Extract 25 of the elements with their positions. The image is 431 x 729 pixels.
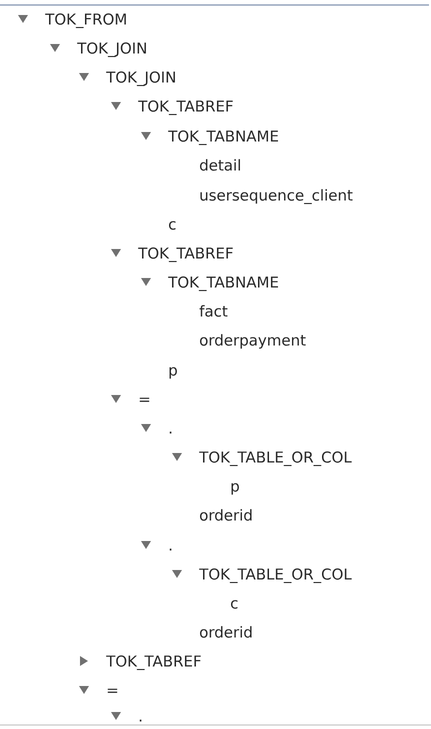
tree-item-label: p bbox=[170, 367, 177, 379]
tree-item-label: c bbox=[231, 600, 238, 609]
tree-item-label: orderid bbox=[200, 509, 252, 521]
tree-item-label: = bbox=[108, 688, 118, 693]
tree-item-label: . bbox=[140, 720, 142, 722]
tree-item-label: = bbox=[140, 398, 150, 402]
tree-item-label: TOK_JOIN bbox=[77, 42, 146, 58]
tree-item-label: TOK_TABREF bbox=[138, 100, 233, 116]
tree-item-label: orderpayment bbox=[200, 334, 306, 349]
tree-item-label: TOK_TABNAME bbox=[168, 130, 278, 146]
tree-item-label: TOK_JOIN bbox=[106, 71, 175, 86]
tree-item-label: TOK_TABREF bbox=[138, 247, 233, 262]
tree-item-label: orderid bbox=[200, 626, 252, 638]
tree-item-label: TOK_FROM bbox=[45, 13, 126, 28]
tree-item-label: . bbox=[170, 548, 172, 550]
tree-item-label: TOK_TABNAME bbox=[168, 276, 278, 292]
tree-item-label: p bbox=[232, 483, 239, 495]
tree-item-label: detail bbox=[200, 159, 240, 171]
tree-item-label: fact bbox=[200, 305, 228, 317]
tree-item-label: TOK_TABLE_OR_COL bbox=[199, 568, 352, 584]
tree-item-label: . bbox=[170, 432, 172, 434]
tree-item-label: TOK_TABLE_OR_COL bbox=[199, 451, 352, 466]
tree-item-label: TOK_TABREF bbox=[106, 655, 201, 670]
tree-item-label: c bbox=[169, 221, 176, 230]
tree-item-label: usersequence_client bbox=[200, 189, 353, 204]
